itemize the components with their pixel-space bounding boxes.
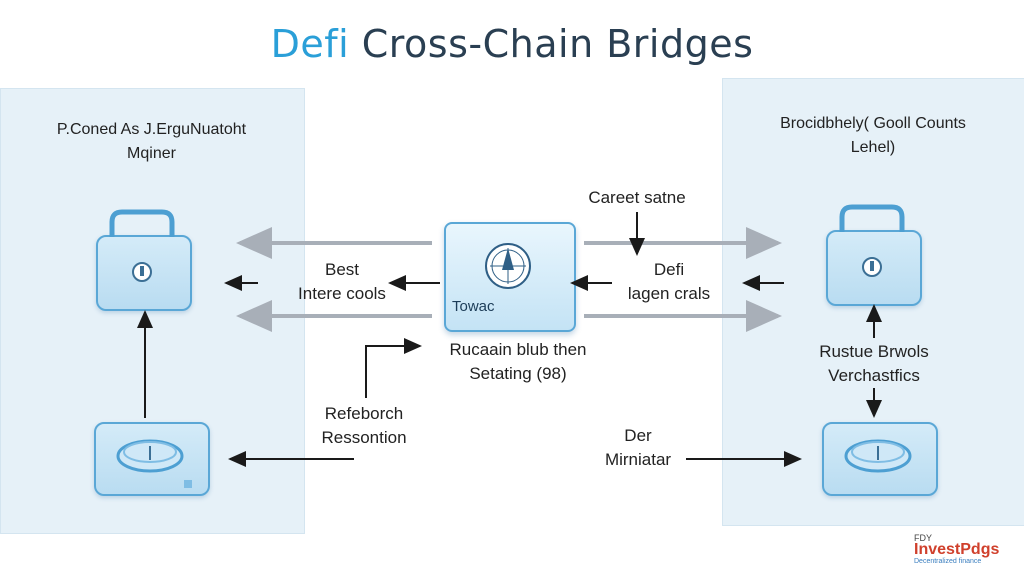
left-panel-heading-line2: Mqiner xyxy=(127,145,176,162)
right-lock-icon xyxy=(839,204,905,277)
right-lower-label: Rustue Brwols Verchastfics xyxy=(804,340,944,388)
watermark-line2: InvestPdgs xyxy=(914,541,1000,558)
hub-caption: Rucaain blub then Setating (98) xyxy=(418,338,618,386)
title-accent: Defi xyxy=(270,22,350,66)
hub-label: Towac xyxy=(452,298,495,315)
watermark-line3: Decentralized finance xyxy=(914,558,982,565)
left-lock-icon xyxy=(109,209,175,282)
top-right-label: Careet satne xyxy=(588,188,686,207)
hub-caption-line2: Setating (98) xyxy=(469,364,567,383)
lower-left-label: Refeborch Ressontion xyxy=(304,402,424,450)
right-panel-heading-line1: Brocidbhely( Gooll Counts xyxy=(780,115,966,132)
page-title: Defi Cross-Chain Bridges xyxy=(0,22,1024,66)
left-bridge-icon xyxy=(116,439,192,488)
title-rest: Cross-Chain Bridges xyxy=(349,22,754,66)
bottom-middle-label: Der Mirniatar xyxy=(588,424,688,472)
right-lower-label-line1: Rustue Brwols xyxy=(819,342,929,361)
bottom-middle-label-line1: Der xyxy=(624,426,652,445)
elbow-arrow xyxy=(365,338,422,398)
lower-left-label-line2: Ressontion xyxy=(321,428,407,447)
lower-left-label-line1: Refeborch xyxy=(324,404,404,423)
bottom-middle-label-line2: Mirniatar xyxy=(604,450,672,469)
right-panel-heading: Brocidbhely( Gooll Counts Lehel) xyxy=(722,112,1024,160)
left-middle-label: Best Intere cools xyxy=(272,258,412,306)
left-panel-heading-line1: P.Coned As J.ErguNuatoht xyxy=(56,121,247,138)
left-middle-label-line2: Intere cools xyxy=(298,284,386,303)
right-middle-label-line1: Defi xyxy=(653,260,685,279)
right-middle-label: Defi lagen crals xyxy=(604,258,734,306)
watermark-line1: FDY xyxy=(914,533,932,543)
right-lower-label-line2: Verchastfics xyxy=(828,366,920,385)
left-panel-heading: P.Coned As J.ErguNuatoht Mqiner xyxy=(0,118,303,166)
right-panel-heading-line2: Lehel) xyxy=(850,139,896,156)
hub-caption-line1: Rucaain blub then xyxy=(449,340,587,359)
watermark-logo: FDY InvestPdgs Decentralized finance xyxy=(914,532,1022,568)
right-bridge-icon xyxy=(844,439,912,473)
right-middle-label-line2: lagen crals xyxy=(627,284,711,303)
hub-compass-icon xyxy=(485,243,531,289)
left-middle-label-line1: Best xyxy=(324,260,360,279)
